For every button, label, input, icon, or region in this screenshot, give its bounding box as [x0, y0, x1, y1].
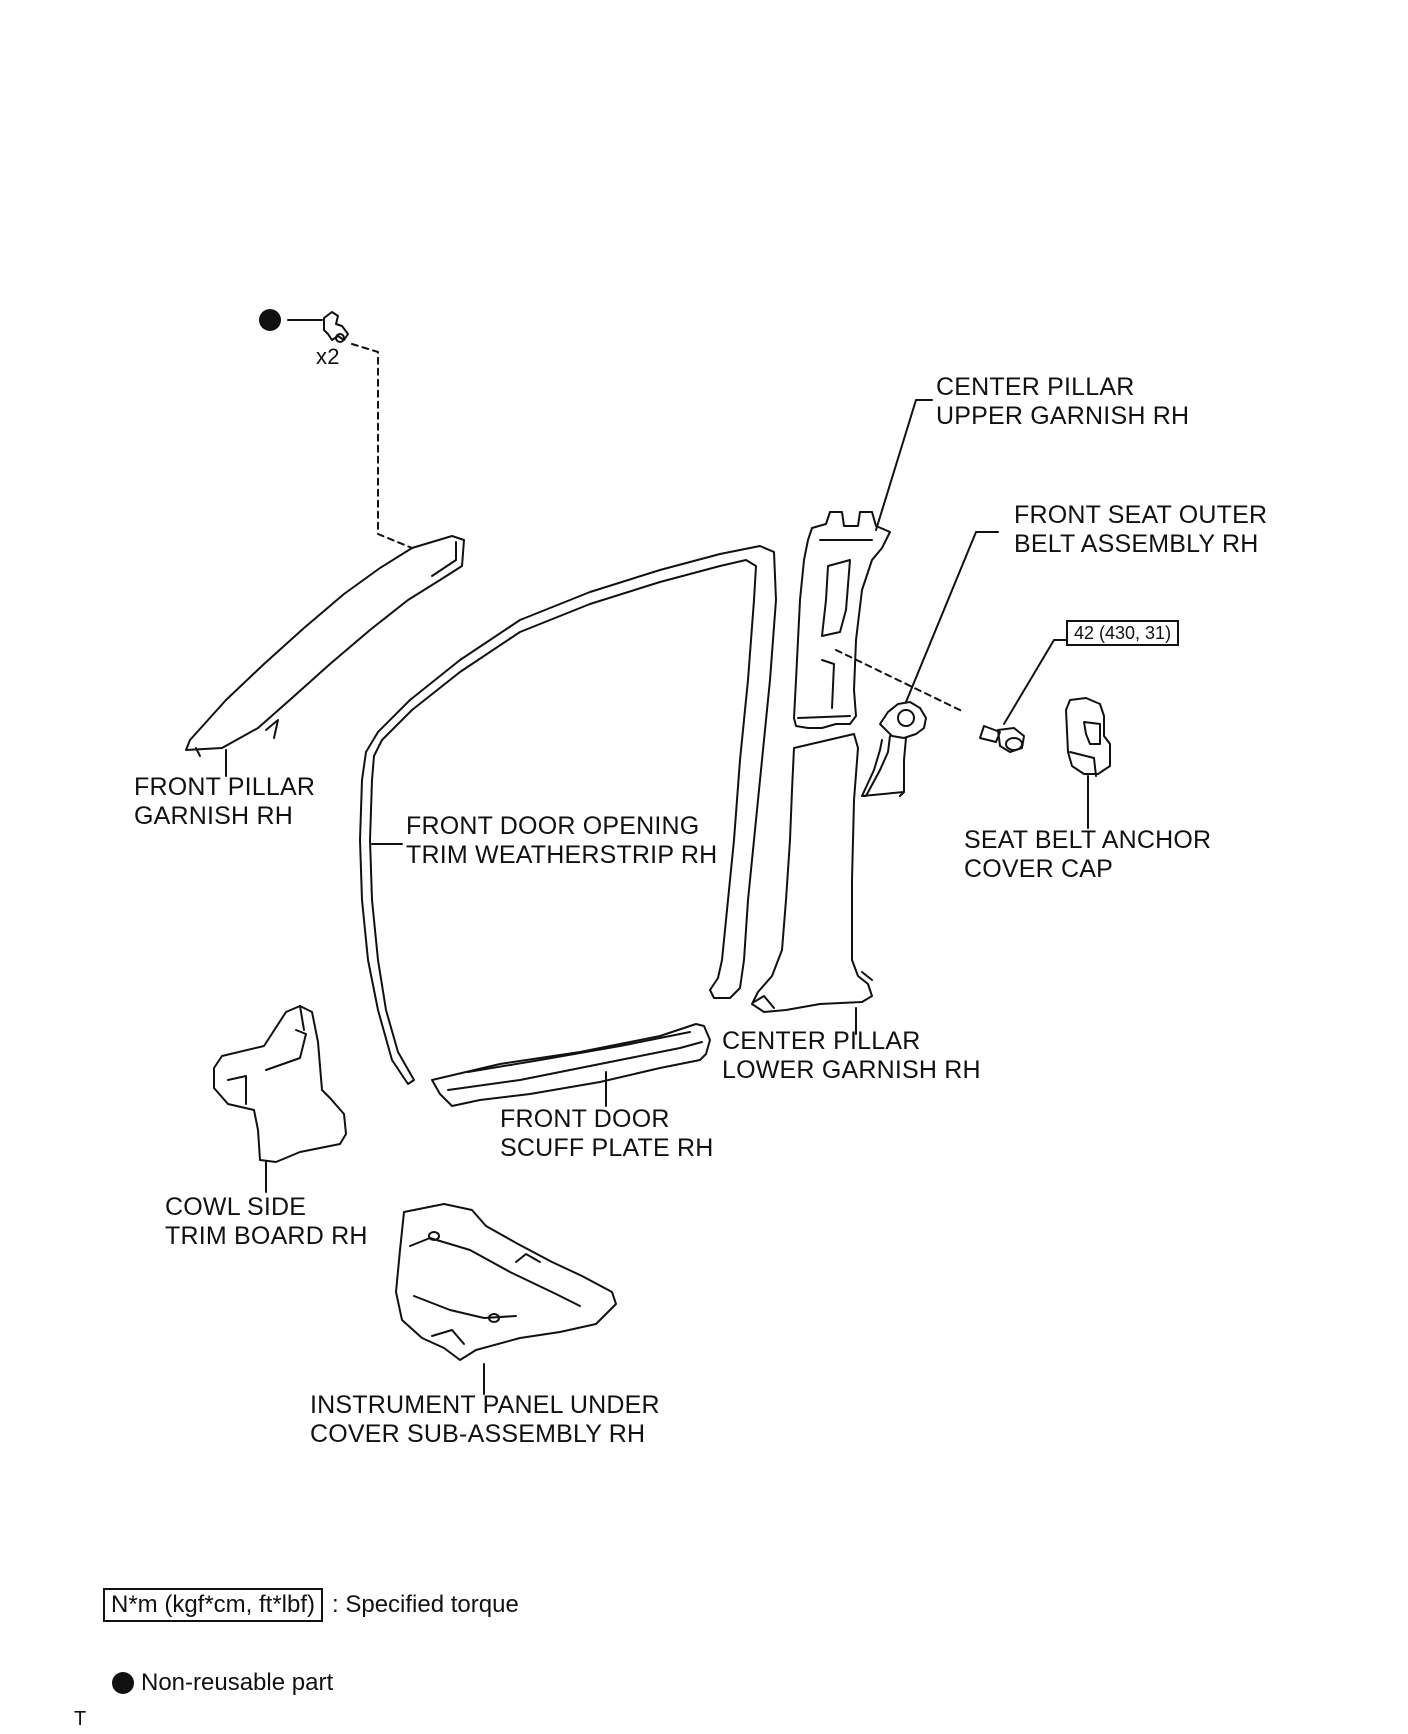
corner-mark: T	[74, 1708, 87, 1730]
anchor-cover-cap	[1066, 698, 1110, 776]
center-pillar-upper-garnish	[794, 512, 890, 728]
front-pillar-label-line1: FRONT PILLAR	[134, 773, 316, 801]
door-opening-weatherstrip	[360, 546, 776, 1084]
clip-quantity-label: x2	[316, 344, 340, 369]
cowl-side-trim-board	[214, 1006, 346, 1162]
front-pillar-garnish	[186, 536, 464, 756]
anchor-bolt	[980, 726, 1024, 752]
legend-torque-text: : Specified torque	[332, 1591, 519, 1618]
front-seat-belt-assembly	[862, 702, 926, 796]
center-pillar-lower-label-line2: LOWER GARNISH RH	[722, 1056, 981, 1084]
center-pillar-upper-label-line2: UPPER GARNISH RH	[936, 402, 1190, 430]
cowl-side-label-line1: COWL SIDE	[165, 1193, 307, 1221]
anchor-cap-label-line2: COVER CAP	[964, 855, 1114, 883]
under-cover-label-line2: COVER SUB-ASSEMBLY RH	[310, 1420, 646, 1448]
non-reusable-marker-clip	[259, 309, 281, 331]
weatherstrip-label-line2: TRIM WEATHERSTRIP RH	[406, 841, 718, 869]
door-scuff-plate	[432, 1024, 710, 1106]
scuff-plate-label-line1: FRONT DOOR	[500, 1105, 670, 1133]
cowl-side-label-line2: TRIM BOARD RH	[165, 1222, 368, 1250]
center-pillar-upper-label-line1: CENTER PILLAR	[936, 373, 1135, 401]
legend-torque-unit: N*m (kgf*cm, ft*lbf)	[103, 1588, 324, 1622]
instrument-panel-under-cover	[396, 1204, 616, 1360]
anchor-cap-label-line1: SEAT BELT ANCHOR	[964, 826, 1212, 854]
seat-belt-leader	[906, 532, 998, 702]
under-cover-label-line1: INSTRUMENT PANEL UNDER	[310, 1391, 660, 1419]
center-pillar-lower-garnish	[752, 734, 872, 1012]
front-seat-belt-label-line1: FRONT SEAT OUTER	[1014, 501, 1268, 529]
legend-non-reusable-icon	[112, 1672, 134, 1694]
front-seat-belt-label-line2: BELT ASSEMBLY RH	[1014, 530, 1259, 558]
scuff-plate-label-line2: SCUFF PLATE RH	[500, 1134, 714, 1162]
clip-leader-dashed	[352, 344, 412, 548]
legend-non-reusable-text: Non-reusable part	[141, 1669, 334, 1696]
clip-part	[288, 312, 348, 343]
torque-leader	[1004, 640, 1074, 724]
center-pillar-lower-label-line1: CENTER PILLAR	[722, 1027, 921, 1055]
front-pillar-label-line2: GARNISH RH	[134, 802, 293, 830]
seat-belt-dashed	[836, 650, 964, 712]
torque-spec-box: 42 (430, 31)	[1066, 620, 1180, 646]
center-pillar-upper-leader	[876, 400, 932, 530]
weatherstrip-label-line1: FRONT DOOR OPENING	[406, 812, 700, 840]
